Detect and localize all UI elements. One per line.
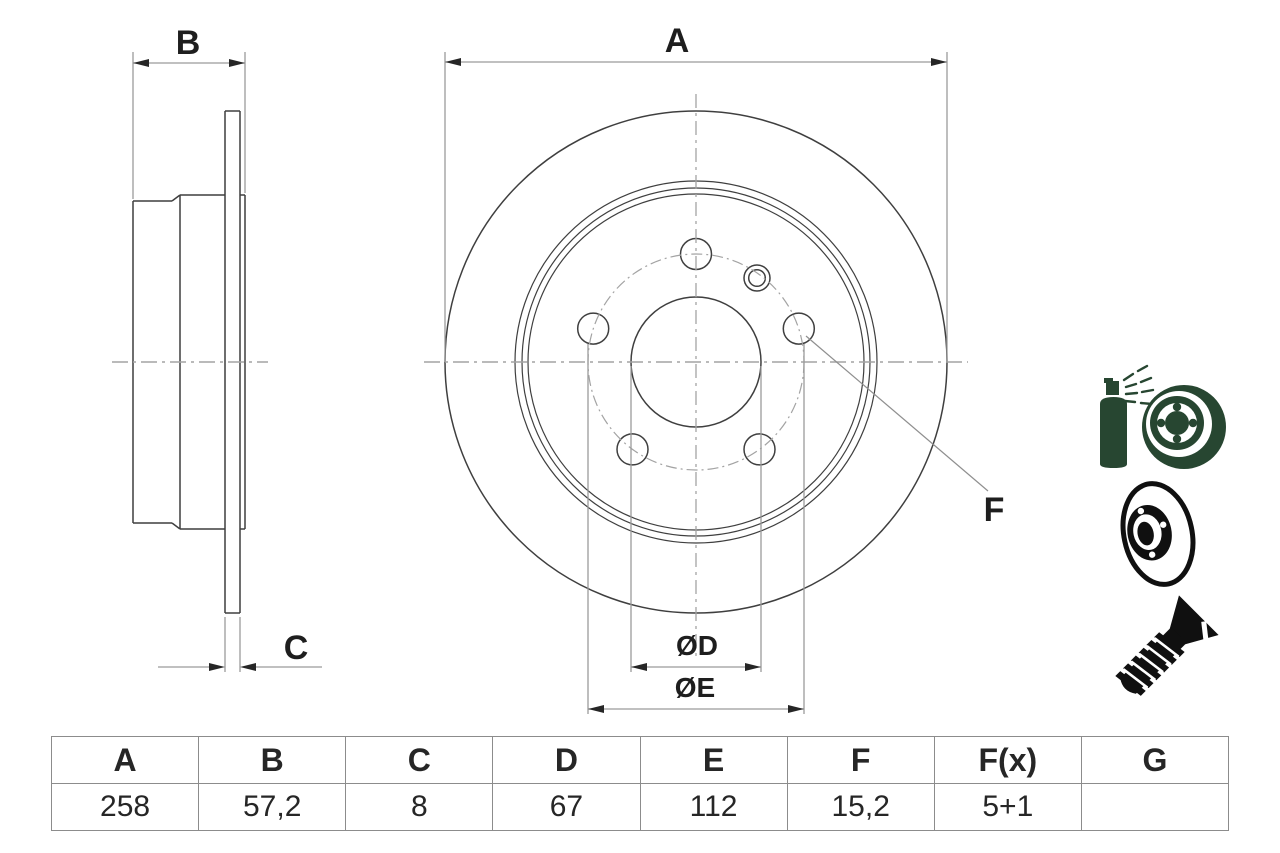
bolt-hole bbox=[576, 312, 610, 345]
bolt-hole bbox=[743, 433, 776, 466]
label-C: C bbox=[283, 629, 309, 667]
dimension-C bbox=[158, 617, 322, 672]
label-OD: ØD bbox=[676, 630, 718, 661]
leader-F bbox=[805, 335, 989, 492]
label-A: A bbox=[664, 22, 690, 60]
table-header-cell: D bbox=[492, 736, 641, 784]
dimension-OD bbox=[630, 366, 762, 672]
label-B: B bbox=[175, 24, 201, 62]
table-value-cell: 15,2 bbox=[786, 783, 935, 831]
locating-pin-hole-inner bbox=[747, 268, 767, 288]
table-header-cell: F(x) bbox=[933, 736, 1082, 784]
table-value-cell: 5+1 bbox=[933, 783, 1082, 831]
table-value-cell: 112 bbox=[639, 783, 788, 831]
table-value-cell: 258 bbox=[50, 783, 200, 831]
front-view-centerlines bbox=[424, 94, 968, 656]
label-F: F bbox=[983, 491, 1005, 529]
brake-disc-icon bbox=[1120, 481, 1196, 587]
dimension-A bbox=[444, 52, 948, 362]
table-value-cell: 8 bbox=[345, 783, 494, 831]
locating-pin-hole bbox=[743, 264, 771, 292]
dimension-OE bbox=[587, 344, 805, 714]
table-value-cell: 57,2 bbox=[198, 783, 347, 831]
bolt-hole bbox=[782, 312, 816, 345]
table-header-cell: C bbox=[345, 736, 494, 784]
table-header-cell: A bbox=[50, 736, 200, 784]
table-header-cell: G bbox=[1080, 736, 1230, 784]
table-value-cell bbox=[1080, 783, 1230, 831]
dimension-table: A B C D E F F(x) G 258 57,2 8 67 112 15,… bbox=[50, 736, 1230, 831]
table-header-cell: E bbox=[639, 736, 788, 784]
countersunk-screw-icon bbox=[1115, 595, 1219, 696]
spray-coated-disc-icon bbox=[1100, 364, 1226, 469]
label-OE: ØE bbox=[674, 672, 716, 703]
dimension-table-value-row: 258 57,2 8 67 112 15,2 5+1 bbox=[50, 783, 1230, 831]
dimension-table-header-row: A B C D E F F(x) G bbox=[50, 736, 1230, 784]
table-value-cell: 67 bbox=[492, 783, 641, 831]
bolt-hole bbox=[616, 433, 649, 466]
dimension-B bbox=[132, 52, 246, 199]
table-header-cell: F bbox=[786, 736, 935, 784]
table-header-cell: B bbox=[198, 736, 347, 784]
